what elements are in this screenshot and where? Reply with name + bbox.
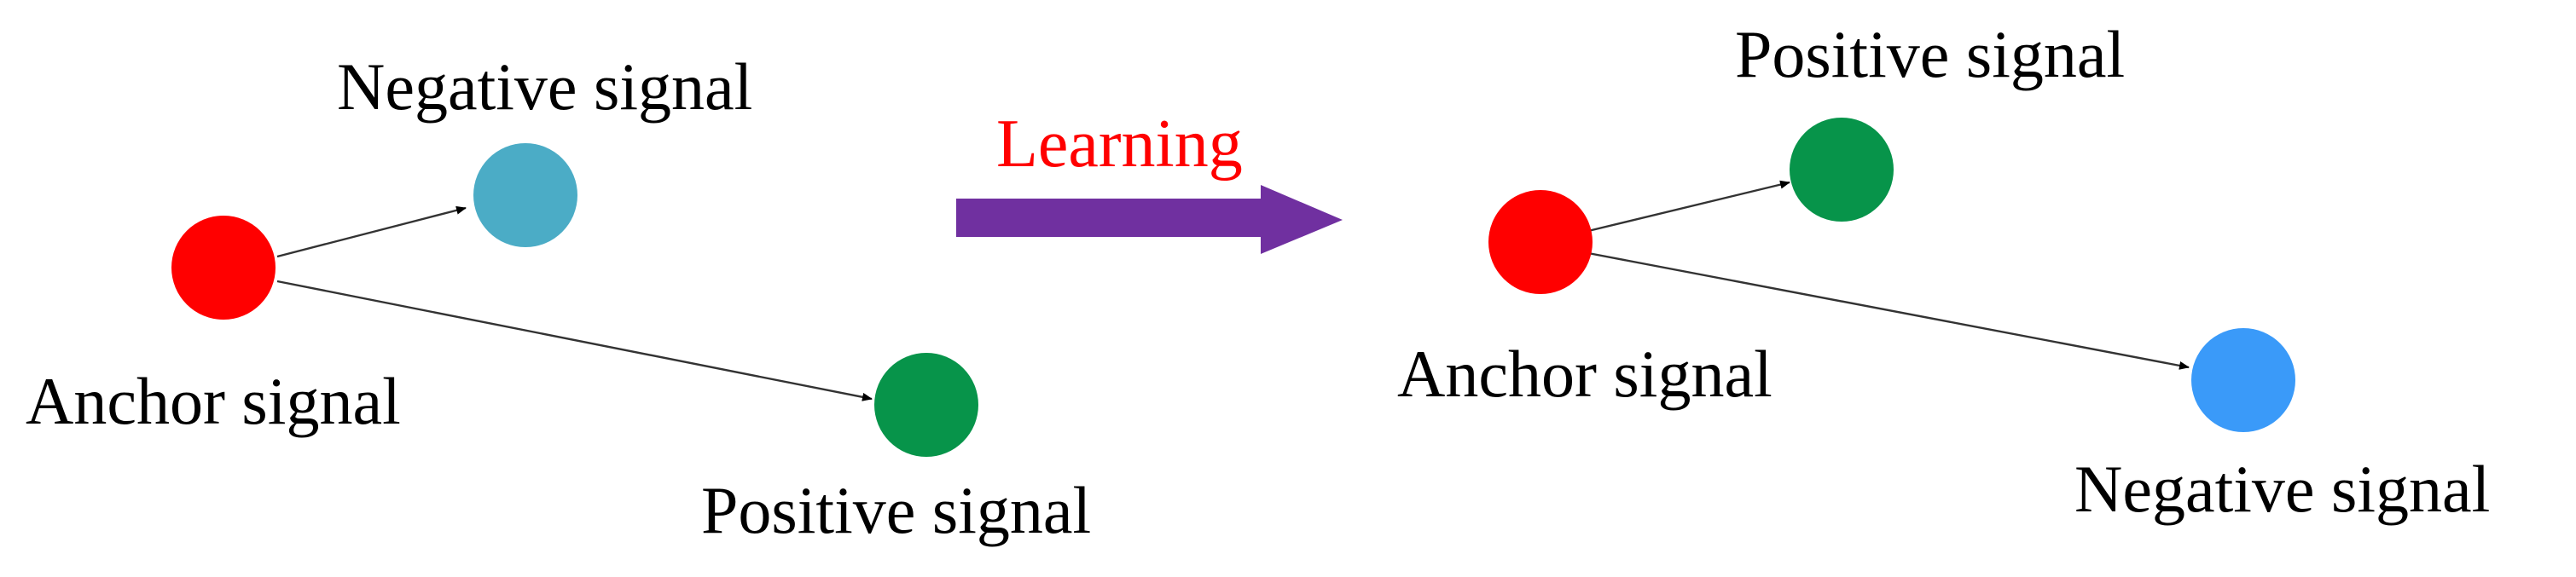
edge-anchor-to-positive-after <box>1587 180 1790 233</box>
negative-node-before <box>473 143 577 247</box>
anchor-label-after: Anchor signal <box>1397 337 1772 411</box>
positive-node-after <box>1790 118 1894 222</box>
positive-label-before: Positive signal <box>701 473 1091 547</box>
learning-arrow <box>956 185 1343 254</box>
anchor-label-before: Anchor signal <box>26 364 401 438</box>
edge-anchor-to-negative-after <box>1587 251 2190 370</box>
before-panel: Negative signal Anchor signal Positive s… <box>26 49 1091 547</box>
anchor-node-before <box>171 216 276 320</box>
learning-label: Learning <box>996 107 1243 182</box>
learning-transition: Learning <box>956 107 1343 254</box>
positive-node-before <box>874 353 978 457</box>
edge-anchor-to-negative-before <box>276 205 467 258</box>
negative-label-after: Negative signal <box>2074 452 2490 526</box>
anchor-node-after <box>1488 190 1593 294</box>
after-panel: Positive signal Anchor signal Negative s… <box>1397 17 2490 526</box>
positive-label-after: Positive signal <box>1735 17 2125 91</box>
edge-anchor-to-positive-before <box>276 280 873 401</box>
negative-label-before: Negative signal <box>337 49 752 124</box>
negative-node-after <box>2191 328 2295 432</box>
